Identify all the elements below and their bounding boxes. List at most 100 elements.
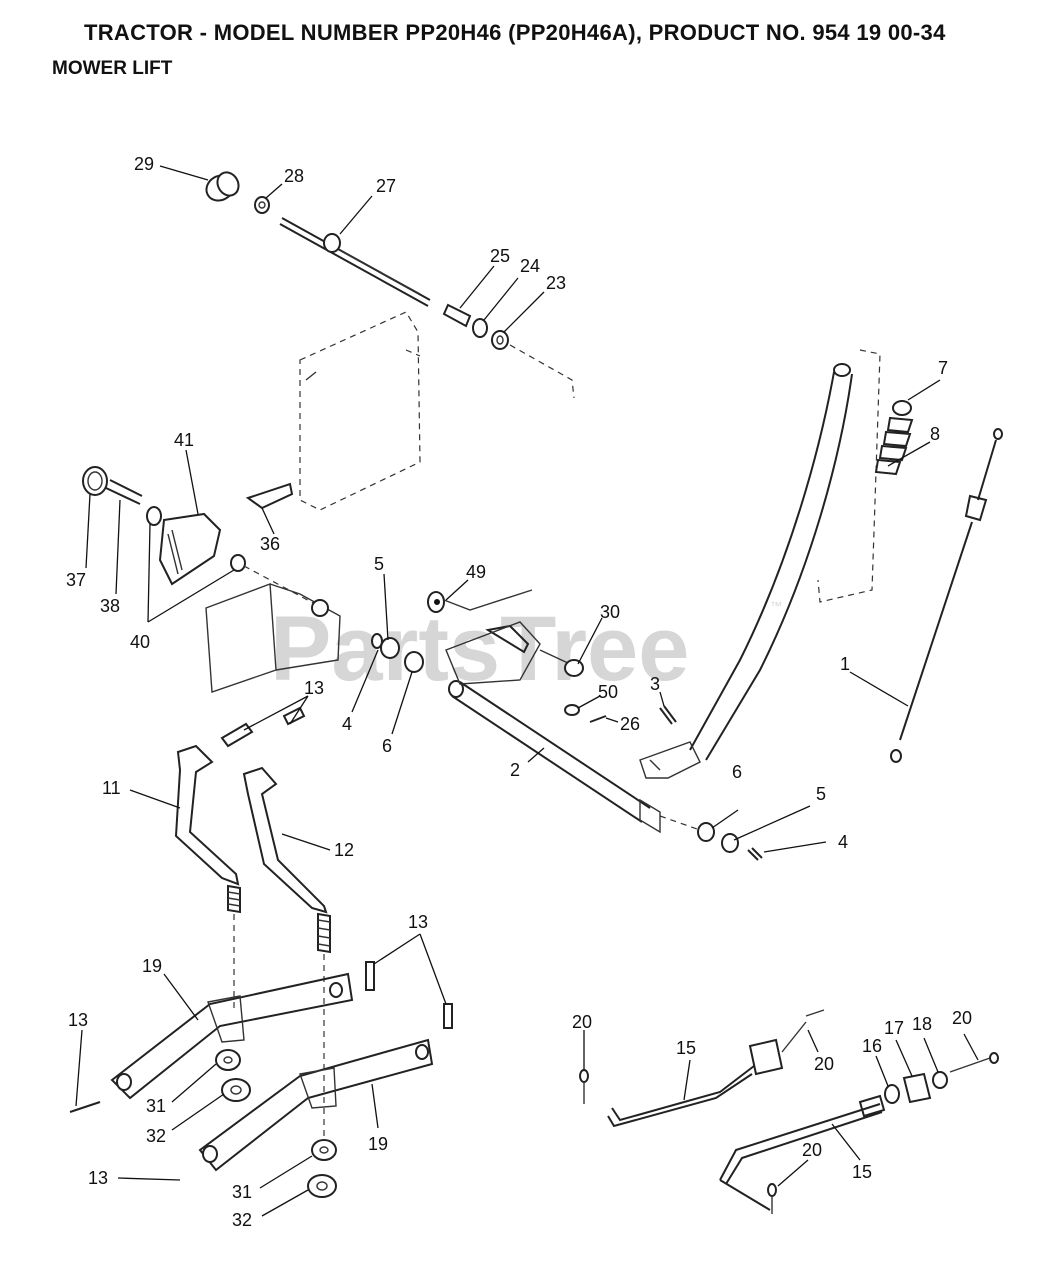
disc-part-49	[427, 589, 533, 613]
section-subtitle: MOWER LIFT	[52, 58, 173, 79]
knob-part-7	[892, 400, 912, 416]
ring-part-5a	[380, 637, 400, 659]
label-8: 8	[930, 424, 940, 444]
label-25: 25	[490, 246, 510, 266]
pin-part-13d	[69, 1101, 101, 1113]
link-part-11	[174, 744, 241, 1010]
label-26: 26	[620, 714, 640, 734]
lever-bracket	[445, 621, 541, 685]
frame-plate	[299, 311, 421, 511]
label-32-bottom: 32	[232, 1210, 252, 1230]
pin-part-3	[659, 705, 677, 725]
label-4-left: 4	[342, 714, 352, 734]
rod-part-15a	[607, 1021, 807, 1128]
label-2: 2	[510, 760, 520, 780]
nut-part-16	[884, 1084, 900, 1104]
washer-part-31b	[311, 1139, 337, 1161]
label-18: 18	[912, 1014, 932, 1034]
washer-part-28	[254, 196, 270, 214]
label-28: 28	[284, 166, 304, 186]
clip-part-4b	[747, 847, 763, 861]
rod-part-1	[890, 428, 1003, 763]
knob-part-29	[205, 171, 240, 202]
label-20-b: 20	[814, 1054, 834, 1074]
label-37: 37	[66, 570, 86, 590]
rod-part-27	[279, 217, 431, 307]
label-4-right: 4	[838, 832, 848, 852]
clip-part-20d	[767, 1183, 777, 1214]
label-13-left: 13	[68, 1010, 88, 1030]
arm-part-19b	[198, 1038, 434, 1172]
centerline-top-shaft	[509, 344, 575, 399]
washer-part-24	[472, 318, 488, 338]
pin-part-25	[442, 303, 472, 328]
label-15-a: 15	[676, 1038, 696, 1058]
label-13-top: 13	[304, 678, 324, 698]
centerline-shaft-right	[659, 815, 701, 831]
spring-part-8	[874, 416, 914, 476]
label-3: 3	[650, 674, 660, 694]
clip-part-20b	[805, 1009, 825, 1017]
bushing-part-6b	[697, 822, 715, 842]
nut-part-50	[564, 704, 580, 716]
label-1: 1	[840, 654, 850, 674]
label-19-bottom: 19	[368, 1134, 388, 1154]
pin-part-13c	[443, 1003, 453, 1029]
washer-part-40a	[146, 506, 162, 526]
label-11: 11	[102, 778, 121, 798]
label-12: 12	[334, 840, 354, 860]
label-20-c: 20	[952, 1008, 972, 1028]
label-15-b: 15	[852, 1162, 872, 1182]
label-19-top: 19	[142, 956, 162, 976]
label-49: 49	[466, 562, 486, 582]
rod-part-15b	[719, 1094, 886, 1211]
washer-part-31a	[215, 1049, 241, 1071]
block-part-17	[902, 1072, 932, 1104]
label-41: 41	[174, 430, 194, 450]
label-40: 40	[130, 632, 150, 652]
label-31-top: 31	[146, 1096, 166, 1116]
label-30: 30	[600, 602, 620, 622]
clip-part-20c	[949, 1052, 999, 1073]
label-36: 36	[260, 534, 280, 554]
side-bracket	[205, 583, 341, 693]
label-32-top: 32	[146, 1126, 166, 1146]
washer-part-32a	[221, 1078, 251, 1102]
watermark-trademark: ™	[770, 599, 782, 613]
callout-labels: 29 28 27 25 24 23 7 8 41 36 37 38 40 5 4…	[66, 154, 972, 1230]
bracket-part-36	[245, 482, 294, 510]
label-31-bottom: 31	[232, 1182, 252, 1202]
link-part-12	[242, 766, 331, 1150]
leader-lines	[75, 165, 979, 1217]
label-13-bottom: 13	[88, 1168, 108, 1188]
label-7: 7	[938, 358, 948, 378]
pin-part-13a	[220, 706, 306, 748]
washer-part-40b	[230, 554, 246, 572]
label-38: 38	[100, 596, 120, 616]
clip-part-4a	[371, 633, 383, 649]
washer-part-32b	[307, 1174, 337, 1198]
nut-part-18	[932, 1071, 948, 1089]
plate-part-41	[158, 512, 222, 586]
label-20-a: 20	[572, 1012, 592, 1032]
label-6-right: 6	[732, 762, 742, 782]
arm-part-19a	[110, 972, 354, 1100]
label-29: 29	[134, 154, 154, 174]
label-17: 17	[884, 1018, 904, 1038]
ring-part-5b	[721, 833, 739, 853]
nut-part-23	[491, 330, 509, 350]
label-5-top: 5	[374, 554, 384, 574]
pin-part-13b	[365, 961, 375, 991]
label-24: 24	[520, 256, 540, 276]
clip-part-20a	[579, 1069, 589, 1104]
bolt-part-38	[105, 479, 143, 505]
label-27: 27	[376, 176, 396, 196]
label-23: 23	[546, 273, 566, 293]
page-title: TRACTOR - MODEL NUMBER PP20H46 (PP20H46A…	[84, 20, 946, 45]
knob-part-37	[82, 466, 108, 496]
label-13-mid: 13	[408, 912, 428, 932]
label-16: 16	[862, 1036, 882, 1056]
lift-handle	[639, 349, 881, 779]
watermark: PartsTree	[270, 598, 689, 700]
